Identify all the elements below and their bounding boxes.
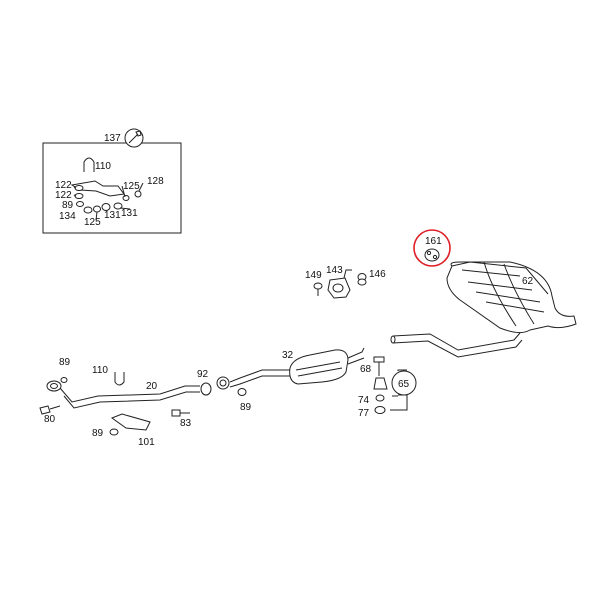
label-62: 62	[522, 276, 534, 287]
center-muffler: 32	[229, 347, 365, 388]
highlight-part-161[interactable]: 161	[413, 229, 451, 267]
label-101: 101	[138, 437, 155, 448]
label-83: 83	[180, 418, 192, 429]
label-89-b: 89	[240, 402, 252, 413]
label-89-kit: 89	[62, 200, 74, 211]
label-149: 149	[305, 270, 322, 281]
rear-muffler: 62	[446, 261, 577, 334]
label-131-b: 131	[121, 208, 138, 219]
label-110: 110	[92, 365, 108, 376]
label-143: 143	[326, 265, 343, 276]
label-32: 32	[282, 350, 294, 361]
label-74: 74	[358, 395, 370, 406]
rubber-hanger-161	[424, 248, 440, 262]
label-65: 65	[398, 379, 410, 390]
front-pipe: 89 110 20 92 89 80 83 89 101	[39, 357, 252, 448]
kit-u-bolt	[83, 157, 95, 172]
label-122-b: 122	[55, 190, 72, 201]
label-89-c: 89	[92, 428, 104, 439]
label-134: 134	[59, 211, 76, 222]
highlight-ring	[413, 229, 451, 267]
wrench-icon	[124, 128, 144, 148]
clamp-group: 68 65 74 77	[358, 356, 417, 419]
rear-pipe	[392, 332, 523, 358]
label-146: 146	[369, 269, 386, 280]
label-131-a: 131	[104, 210, 121, 221]
label-92: 92	[197, 369, 209, 380]
mounting-kit-inset: 137 110 122 122 125 128 89 134 125 131 1…	[42, 128, 182, 234]
hanger-bracket-group: 149 143 146	[305, 265, 386, 299]
label-125-kit-b: 125	[84, 217, 101, 228]
label-68: 68	[360, 364, 372, 375]
label-89-a: 89	[59, 357, 71, 368]
flange-clamp	[200, 376, 247, 396]
label-80: 80	[44, 414, 56, 425]
label-122-a: 122	[55, 180, 72, 191]
label-20: 20	[146, 381, 158, 392]
label-125-kit-a: 125	[123, 181, 140, 192]
label-128: 128	[147, 176, 164, 187]
label-137: 137	[104, 133, 121, 144]
label-77: 77	[358, 408, 370, 419]
label-110-kit: 110	[95, 161, 111, 172]
label-161: 161	[425, 236, 442, 247]
